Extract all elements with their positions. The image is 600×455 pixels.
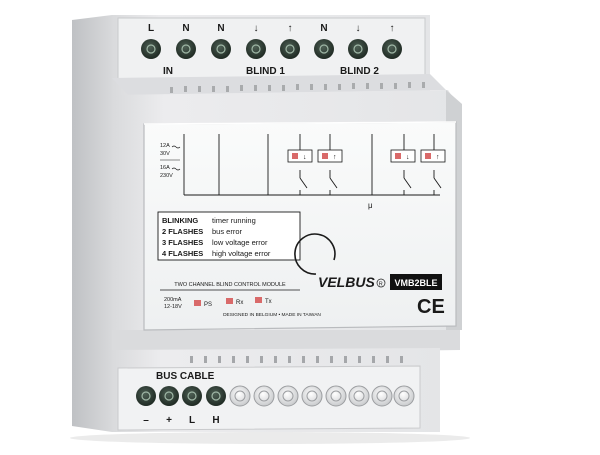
- ratings-block: 12A 30V 16A 230V: [160, 143, 173, 179]
- screw-terminal-empty: [325, 385, 347, 407]
- model-badge: VMB2BLE: [390, 274, 442, 290]
- screw-terminal: [314, 39, 334, 59]
- model-name: VMB2BLE: [394, 278, 437, 288]
- bus-cable-label: BUS CABLE: [156, 371, 215, 382]
- svg-text:R: R: [379, 281, 383, 287]
- screw-terminal: [348, 39, 368, 59]
- group-label-in: IN: [163, 66, 173, 77]
- bottom-terminal-screws: [136, 385, 415, 407]
- status-legend: BLINKING timer running 2 FLASHES bus err…: [157, 211, 301, 261]
- svg-text:↑: ↑: [333, 154, 337, 161]
- top-terminal-labels: L N N ↓ ↑ N ↓ ↑: [148, 23, 395, 34]
- legend-code: 4 FLASHES: [162, 249, 203, 258]
- brand-name: VELBUS: [318, 274, 375, 290]
- legend-meaning: low voltage error: [212, 238, 268, 247]
- screw-terminal-empty: [301, 385, 323, 407]
- terminal-label: ↓: [254, 23, 259, 34]
- screw-terminal: [136, 386, 156, 406]
- top-group-labels: IN BLIND 1 BLIND 2: [163, 66, 379, 77]
- wiring-diagram: [183, 134, 442, 196]
- relay-box: ↑: [420, 149, 446, 163]
- legend-meaning: bus error: [212, 227, 243, 236]
- relay-box: ↓: [390, 149, 416, 163]
- bottom-terminal-labels: – + L H: [143, 415, 219, 426]
- legend-meaning: timer running: [212, 216, 256, 225]
- legend-code: 2 FLASHES: [162, 227, 203, 236]
- terminal-label: N: [182, 23, 189, 34]
- screw-terminal: [382, 39, 402, 59]
- top-terminal-screws: [141, 39, 402, 59]
- terminal-label: L: [148, 23, 154, 34]
- rating-line: 30V: [160, 151, 170, 157]
- group-label-blind2: BLIND 2: [340, 66, 379, 77]
- led-tx: Tx: [255, 297, 272, 305]
- screw-terminal-empty: [371, 385, 393, 407]
- screw-terminal: [141, 39, 161, 59]
- svg-text:PS: PS: [204, 302, 212, 308]
- screw-terminal-empty: [393, 385, 415, 407]
- relay-indicators: ↓ ↑ ↓ ↑: [287, 149, 446, 163]
- led-rx: Rx: [226, 298, 243, 306]
- legend-code: 3 FLASHES: [162, 238, 203, 247]
- terminal-label: ↓: [356, 23, 361, 34]
- screw-terminal: [206, 386, 226, 406]
- relay-box: ↓: [287, 149, 313, 163]
- terminal-label: N: [320, 23, 327, 34]
- terminal-label: N: [217, 23, 224, 34]
- screw-terminal-empty: [253, 385, 275, 407]
- terminal-label: +: [166, 415, 172, 426]
- screw-terminal-empty: [348, 385, 370, 407]
- ce-mark: CE: [417, 296, 445, 318]
- screw-terminal: [280, 39, 300, 59]
- module-title: TWO CHANNEL BLIND CONTROL MODULE: [174, 282, 286, 288]
- terminal-label: L: [189, 415, 195, 426]
- mu-symbol: μ: [368, 201, 373, 210]
- rating-line: 12A: [160, 143, 170, 149]
- svg-text:Rx: Rx: [236, 300, 243, 306]
- rating-line: 16A: [160, 165, 170, 171]
- terminal-label: H: [212, 415, 219, 426]
- brand-logo: VELBUS R: [294, 233, 386, 290]
- power-line: 12-18V: [164, 304, 182, 310]
- vent-ridges-bottom: [190, 356, 403, 363]
- screw-terminal: [182, 386, 202, 406]
- screw-terminal: [211, 39, 231, 59]
- legend-code: BLINKING: [162, 216, 198, 225]
- power-rating: 200mA 12-18V: [164, 297, 182, 310]
- screw-terminal-empty: [229, 385, 251, 407]
- group-label-blind1: BLIND 1: [246, 66, 285, 77]
- terminal-label: –: [143, 415, 149, 426]
- origin-text: DESIGNED IN BELGIUM • MADE IN TAIWAN: [223, 312, 321, 318]
- svg-text:↓: ↓: [406, 154, 410, 161]
- relay-box: ↑: [317, 149, 343, 163]
- screw-terminal: [176, 39, 196, 59]
- power-line: 200mA: [164, 297, 182, 303]
- screw-terminal: [159, 386, 179, 406]
- legend-meaning: high voltage error: [212, 249, 271, 258]
- rating-line: 230V: [160, 173, 173, 179]
- led-ps: PS: [194, 300, 212, 308]
- screw-terminal: [246, 39, 266, 59]
- svg-text:Tx: Tx: [265, 299, 272, 305]
- ratings-lines: [160, 145, 181, 171]
- terminal-label: ↑: [288, 23, 293, 34]
- svg-text:↓: ↓: [303, 154, 307, 161]
- vent-ridges-top: [170, 82, 425, 93]
- svg-text:↑: ↑: [436, 154, 440, 161]
- screw-terminal-empty: [277, 385, 299, 407]
- terminal-label: ↑: [390, 23, 395, 34]
- status-leds: PS Rx Tx: [194, 297, 272, 308]
